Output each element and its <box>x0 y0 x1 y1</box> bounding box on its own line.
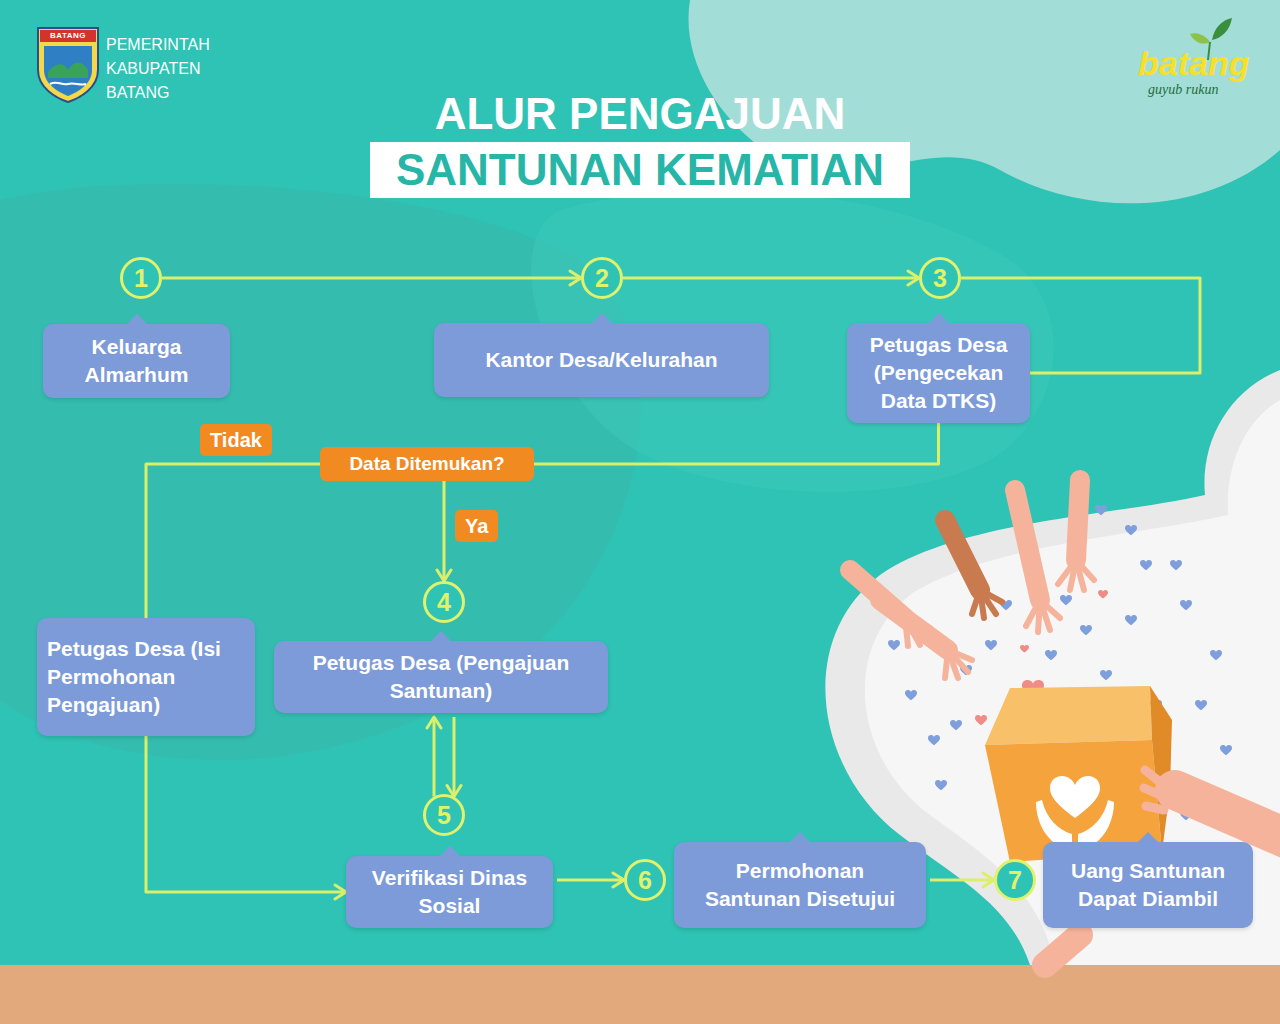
step-number-text: 4 <box>437 590 451 615</box>
decision-box: Data Ditemukan? <box>320 447 534 481</box>
flow-connector <box>930 879 994 882</box>
brand-logo: batang <box>1138 44 1249 82</box>
step-number: 1 <box>120 257 162 299</box>
node-text: Permohonan Santunan Disetujui <box>686 857 914 913</box>
step-number-text: 7 <box>1008 868 1022 893</box>
diagram-title: ALUR PENGAJUAN SANTUNAN KEMATIAN <box>370 86 910 198</box>
process-box: Keluarga Almarhum <box>43 324 230 398</box>
government-name: PEMERINTAH KABUPATEN BATANG <box>106 33 224 105</box>
white-blob <box>865 400 1280 965</box>
bottom-hand <box>1045 935 1080 965</box>
step-number-text: 3 <box>933 266 947 291</box>
flow-connector <box>433 717 436 797</box>
shield-text: BATANG <box>40 31 96 41</box>
step-number-text: 1 <box>134 266 148 291</box>
node-text: Petugas Desa (Pengajuan Santunan) <box>286 649 596 705</box>
edge-label: Ya <box>455 510 498 542</box>
node-text: Petugas Desa (Isi Permohonan Pengajuan) <box>47 635 241 719</box>
step-number: 6 <box>624 859 666 901</box>
holding-hand <box>1144 770 1280 840</box>
node-text: Uang Santunan Dapat Diambil <box>1055 857 1241 913</box>
step-number: 4 <box>423 581 465 623</box>
step-number: 2 <box>581 257 623 299</box>
step-number-text: 2 <box>595 266 609 291</box>
process-box: Verifikasi Dinas Sosial <box>346 856 553 928</box>
bottom-strip <box>0 965 1280 1024</box>
flow-connector <box>534 423 939 464</box>
flow-connector <box>443 481 446 581</box>
process-box: Kantor Desa/Kelurahan <box>434 323 769 397</box>
node-text: Data Ditemukan? <box>349 452 504 476</box>
node-text: Keluarga Almarhum <box>55 333 218 389</box>
process-box: Uang Santunan Dapat Diambil <box>1043 842 1253 928</box>
flow-connector <box>162 277 581 280</box>
step-number-text: 6 <box>638 868 652 893</box>
node-text: Verifikasi Dinas Sosial <box>358 864 541 920</box>
process-box: Petugas Desa (Pengecekan Data DTKS) <box>847 323 1030 423</box>
step-number: 3 <box>919 257 961 299</box>
reaching-arms <box>850 480 1094 678</box>
flow-connector <box>146 736 346 892</box>
brand-slogan: guyub rukun <box>1148 82 1218 98</box>
flow-connector <box>453 717 456 797</box>
node-text: Kantor Desa/Kelurahan <box>485 346 717 374</box>
regency-shield <box>38 28 98 102</box>
process-box: Petugas Desa (Pengajuan Santunan) <box>274 641 608 713</box>
edge-label: Tidak <box>200 424 272 456</box>
step-number: 5 <box>423 794 465 836</box>
step-number-text: 5 <box>437 803 451 828</box>
process-box: Petugas Desa (Isi Permohonan Pengajuan) <box>37 618 255 736</box>
flow-connector <box>623 277 919 280</box>
node-text: Petugas Desa (Pengecekan Data DTKS) <box>859 331 1018 415</box>
step-number: 7 <box>994 859 1036 901</box>
flow-connector <box>146 464 320 618</box>
flow-connector <box>557 879 624 882</box>
process-box: Permohonan Santunan Disetujui <box>674 842 926 928</box>
